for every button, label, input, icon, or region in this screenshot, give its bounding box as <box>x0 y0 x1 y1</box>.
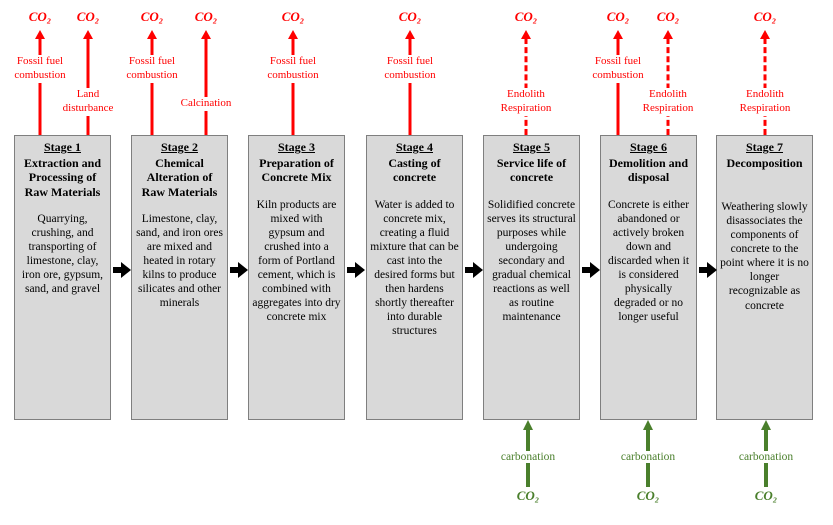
emission-label: Fossil fuel combustion <box>119 55 185 83</box>
carbonation-label: carbonation <box>497 451 559 463</box>
emission-label: Endolith Respiration <box>732 88 798 116</box>
stage-1-box: Stage 1 Extraction and Processing of Raw… <box>14 135 111 420</box>
stage-title: Stage 5 <box>513 140 550 154</box>
stage-7-box: Stage 7 Decomposition Weathering slowly … <box>716 135 813 420</box>
up-arrow-icon <box>760 30 770 39</box>
co2-label: CO₂ <box>194 9 218 24</box>
carbonation-label: carbonation <box>617 451 679 463</box>
co2-label: CO₂ <box>753 9 777 24</box>
emission-label: Endolith Respiration <box>493 88 559 116</box>
up-arrow-icon <box>35 30 45 39</box>
co2-label: CO₂ <box>636 488 660 503</box>
stage-body: Water is added to concrete mix, creating… <box>370 198 459 337</box>
carbonation-label: carbonation <box>735 451 797 463</box>
stage5-to-stage6-arrow-icon <box>582 262 600 278</box>
co2-label: CO₂ <box>516 488 540 503</box>
up-arrow-icon <box>663 30 673 39</box>
co2-label: CO₂ <box>28 9 52 24</box>
co2-label: CO₂ <box>398 9 422 24</box>
stage-title: Stage 2 <box>161 140 198 154</box>
stage-body: Solidified concrete serves its structura… <box>487 198 576 323</box>
arrow-shaft <box>150 38 154 135</box>
stage1-to-stage2-arrow-icon <box>113 262 131 278</box>
emission-label: Land disturbance <box>55 88 121 116</box>
emission-label: Fossil fuel combustion <box>377 55 443 83</box>
arrow-shaft <box>38 38 42 135</box>
stage2-to-stage3-arrow-icon <box>230 262 248 278</box>
stage-heading: Service life of concrete <box>496 156 567 185</box>
arrow-shaft <box>204 38 208 135</box>
up-arrow-icon <box>83 30 93 39</box>
stage-heading: Decomposition <box>726 156 803 170</box>
stage-body: Concrete is either abandoned or actively… <box>607 198 690 323</box>
stage-title: Stage 1 <box>44 140 81 154</box>
arrow-shaft <box>408 38 412 135</box>
emission-label: Calcination <box>178 97 234 111</box>
up-arrow-icon <box>613 30 623 39</box>
up-arrow-icon <box>523 420 533 430</box>
stage-title: Stage 7 <box>746 140 783 154</box>
stage-heading: Extraction and Processing of Raw Materia… <box>23 156 101 199</box>
arrow-shaft-dashed <box>666 38 670 135</box>
stage-heading: Demolition and disposal <box>608 156 688 185</box>
stage-title: Stage 4 <box>396 140 433 154</box>
up-arrow-icon <box>201 30 211 39</box>
stage-title: Stage 3 <box>278 140 315 154</box>
up-arrow-icon <box>761 420 771 430</box>
stage-heading: Casting of concrete <box>388 156 441 185</box>
emission-label: Endolith Respiration <box>635 88 701 116</box>
stage-body: Kiln products are mixed with gypsum and … <box>252 198 341 323</box>
emission-label: Fossil fuel combustion <box>585 55 651 83</box>
emission-label: Fossil fuel combustion <box>7 55 73 83</box>
stage-6-box: Stage 6 Demolition and disposal Concrete… <box>600 135 697 420</box>
up-arrow-icon <box>521 30 531 39</box>
co2-label: CO₂ <box>754 488 778 503</box>
co2-label: CO₂ <box>76 9 100 24</box>
stage-3-box: Stage 3 Preparation of Concrete Mix Kiln… <box>248 135 345 420</box>
arrow-shaft <box>291 38 295 135</box>
stage-title: Stage 6 <box>630 140 667 154</box>
stage-heading: Preparation of Concrete Mix <box>259 156 334 185</box>
stage-4-box: Stage 4 Casting of concrete Water is add… <box>366 135 463 420</box>
stage-5-box: Stage 5 Service life of concrete Solidif… <box>483 135 580 420</box>
up-arrow-icon <box>643 420 653 430</box>
stage4-to-stage5-arrow-icon <box>465 262 483 278</box>
stage3-to-stage4-arrow-icon <box>347 262 365 278</box>
arrow-shaft-dashed <box>763 38 767 135</box>
stage6-to-stage7-arrow-icon <box>699 262 717 278</box>
up-arrow-icon <box>147 30 157 39</box>
co2-label: CO₂ <box>514 9 538 24</box>
emission-label: Fossil fuel combustion <box>260 55 326 83</box>
up-arrow-icon <box>288 30 298 39</box>
stage-body: Limestone, clay, sand, and iron ores are… <box>136 213 223 310</box>
arrow-shaft <box>616 38 620 135</box>
co2-label: CO₂ <box>281 9 305 24</box>
co2-label: CO₂ <box>140 9 164 24</box>
stage-body: Weathering slowly disassociates the comp… <box>720 201 809 312</box>
stage-heading: Chemical Alteration of Raw Materials <box>141 156 218 199</box>
arrow-shaft-dashed <box>524 38 528 135</box>
up-arrow-icon <box>405 30 415 39</box>
co2-label: CO₂ <box>606 9 630 24</box>
stage-2-box: Stage 2 Chemical Alteration of Raw Mater… <box>131 135 228 420</box>
co2-label: CO₂ <box>656 9 680 24</box>
stage-body: Quarrying, crushing, and transporting of… <box>21 213 104 296</box>
arrow-shaft <box>86 38 90 135</box>
